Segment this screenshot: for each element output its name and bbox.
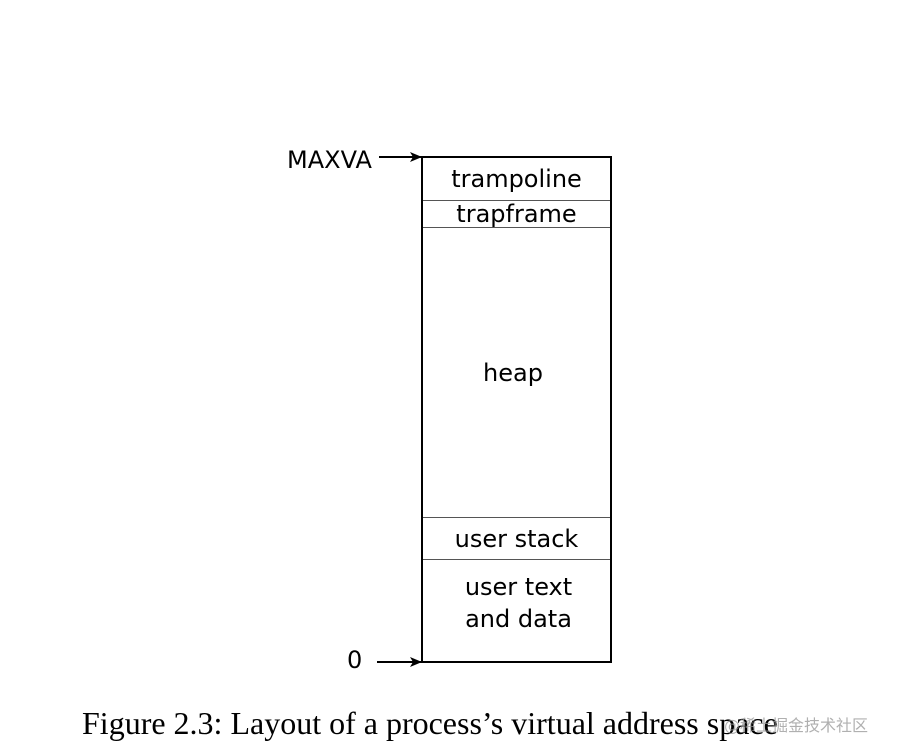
segment-heap: heap [423, 228, 610, 518]
segment-heap-label: heap [483, 358, 543, 387]
segment-user-stack-label: user stack [454, 524, 579, 553]
segment-trapframe: trapframe [423, 200, 610, 228]
segment-user-text-label-line2: and data [465, 605, 572, 633]
figure-caption: Figure 2.3: Layout of a process’s virtua… [82, 705, 778, 741]
address-space-box: trampoline trapframe heap user stack use… [421, 156, 612, 663]
segment-user-text-data: user text and data [423, 560, 610, 660]
segment-user-stack: user stack [423, 518, 610, 560]
watermark: @稀土掘金技术社区 [724, 716, 869, 735]
segment-trampoline: trampoline [423, 158, 610, 201]
zero-label: 0 [347, 646, 363, 674]
segment-trampoline-label: trampoline [451, 165, 582, 193]
segment-trapframe-label: trapframe [456, 200, 577, 228]
segment-user-text-label-line1: user text [464, 573, 573, 601]
maxva-label: MAXVA [287, 146, 372, 174]
